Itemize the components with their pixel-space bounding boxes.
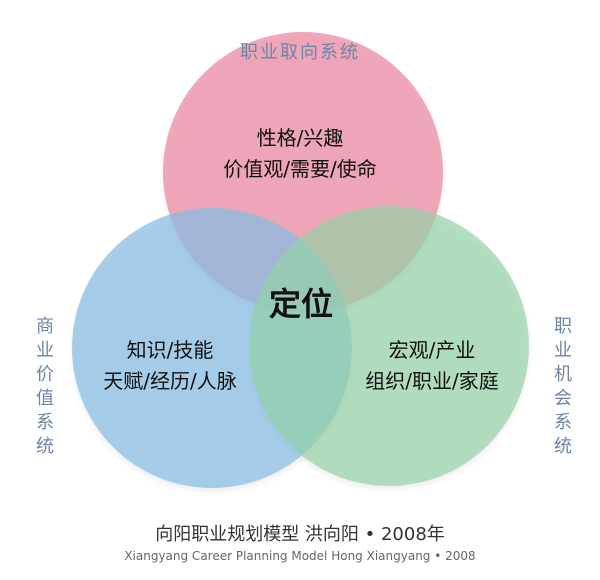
left-circle-line2: 天赋/经历/人脉	[103, 369, 236, 393]
left-circle-line1: 知识/技能	[127, 338, 214, 362]
caption-chinese: 向阳职业规划模型 洪向阳 • 2008年	[155, 524, 445, 545]
right-circle-line2: 组织/职业/家庭	[365, 369, 498, 393]
right-circle-line1: 宏观/产业	[389, 338, 476, 362]
caption-english: Xiangyang Career Planning Model Hong Xia…	[124, 549, 476, 563]
circle-career-opportunity	[249, 206, 529, 486]
label-career-opportunity-system: 职业机会系统	[551, 316, 572, 460]
top-circle-line1: 性格/兴趣	[257, 126, 344, 150]
center-positioning-label: 定位	[269, 285, 333, 323]
label-business-value-system: 商业价值系统	[33, 316, 54, 460]
top-circle-line2: 价值观/需要/使命	[223, 157, 376, 181]
label-career-orientation-system: 职业取向系统	[240, 42, 360, 63]
